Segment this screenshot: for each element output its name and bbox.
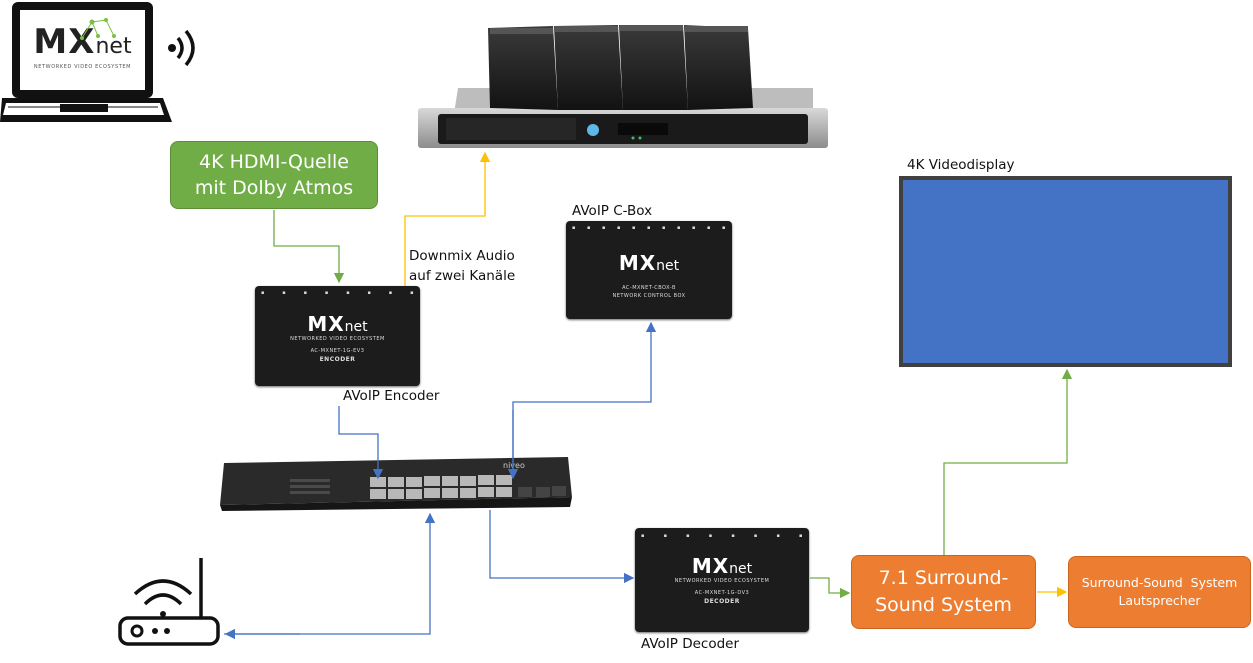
wire-switch-to-cbox [512, 321, 657, 476]
wire-surround-to-display [943, 368, 1073, 555]
decoder-port-row: ▪▪▪▪▪▪▪▪ [641, 533, 803, 539]
speakers-icon [418, 25, 828, 148]
laptop-logo: MXnet NETWORKED VIDEO ECOSYSTEM [20, 22, 145, 82]
decoder-model: AC-MXNET-1G-DV3 [694, 590, 750, 596]
wire-source-to-encoder [273, 210, 345, 284]
cbox-device: ▪▪▪▪▪▪▪▪▪▪▪ MXnet AC-MXNET-CBOX-B NETWOR… [566, 221, 732, 319]
cbox-port-row: ▪▪▪▪▪▪▪▪▪▪▪ [572, 225, 726, 231]
laptop: MXnet NETWORKED VIDEO ECOSYSTEM [0, 0, 175, 130]
encoder-label: AVoIP Encoder [343, 388, 440, 404]
logo-tagline: NETWORKED VIDEO ECOSYSTEM [33, 64, 132, 70]
switch-icon [220, 457, 572, 511]
logo-brand-suffix: net [95, 34, 132, 59]
decoder-type: DECODER [704, 598, 740, 605]
cbox-model: AC-MXNET-CBOX-B [622, 285, 676, 291]
encoder-tagline: NETWORKED VIDEO ECOSYSTEM [290, 336, 385, 342]
encoder-model: AC-MXNET-1G-EV3 [310, 348, 365, 354]
speakers-line2: Lautsprecher [1118, 593, 1201, 608]
router-icon [118, 558, 220, 646]
speakers-line1: Surround-Sound System [1081, 575, 1238, 590]
cbox-brand-suffix: net [656, 258, 680, 274]
laptop-icon [0, 2, 172, 122]
encoder-brand-suffix: net [344, 319, 368, 335]
cbox-logo: MXnet [566, 251, 732, 275]
decoder-device: ▪▪▪▪▪▪▪▪ MXnet NETWORKED VIDEO ECOSYSTEM… [635, 528, 809, 632]
wire-decoder-to-surround [810, 577, 851, 599]
downmix-line2: auf zwei Kanäle [409, 268, 516, 284]
encoder-port-row: ▪▪▪▪▪▪▪▪ [261, 290, 414, 296]
encoder-type: ENCODER [319, 356, 356, 363]
decoder-brand-suffix: net [729, 561, 753, 577]
amplifier-with-speakers [418, 20, 828, 152]
wire-switch-to-decoder [489, 510, 635, 584]
decoder-brand-main: MX [691, 554, 730, 578]
switch-brand: niveo [503, 461, 525, 470]
video-display [899, 176, 1232, 367]
decoder-label: AVoIP Decoder [641, 636, 740, 652]
hdmi-source-line2: mit Dolby Atmos [194, 177, 354, 199]
surround-speakers-box: Surround-Sound System Lautsprecher [1068, 556, 1251, 628]
cbox-label: AVoIP C-Box [572, 203, 653, 219]
logo-network-icon [80, 18, 116, 40]
decoder-tagline: NETWORKED VIDEO ECOSYSTEM [674, 578, 770, 584]
encoder-device: ▪▪▪▪▪▪▪▪ MXnet NETWORKED VIDEO ECOSYSTEM… [255, 286, 420, 386]
wireless-icon [168, 29, 195, 67]
hdmi-source-line1: 4K HDMI-Quelle [199, 151, 349, 173]
network-switch: niveo [220, 455, 572, 511]
hdmi-source-box: 4K HDMI-Quelle mit Dolby Atmos [170, 141, 378, 209]
display-label: 4K Videodisplay [907, 157, 1015, 173]
cbox-brand-main: MX [618, 251, 657, 275]
wire-router-to-switch [224, 512, 436, 635]
encoder-brand-main: MX [307, 312, 345, 336]
surround-system-box: 7.1 Surround- Sound System [851, 555, 1036, 629]
cbox-subtitle: NETWORK CONTROL BOX [612, 293, 686, 299]
surround-line2: Sound System [875, 594, 1012, 616]
decoder-logo: MXnet [635, 554, 809, 578]
logo-brand-main: MX [33, 22, 96, 62]
downmix-line1: Downmix Audio [409, 248, 515, 264]
encoder-logo: MXnet [255, 312, 420, 336]
downmix-label: Downmix Audio auf zwei Kanäle [409, 246, 515, 286]
surround-line1: 7.1 Surround- [878, 567, 1009, 589]
